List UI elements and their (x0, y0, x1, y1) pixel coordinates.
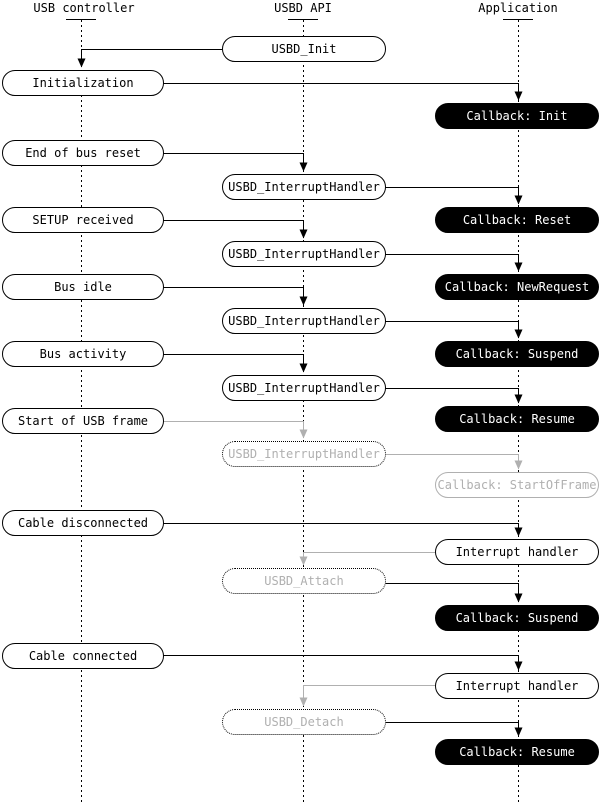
node-cable-disconnected: Cable disconnected (2, 510, 164, 536)
node-interrupt-handler-2: Interrupt handler (435, 673, 599, 699)
column-header-application: Application (478, 1, 558, 15)
connector-interrupthandler-to-callback-resume (385, 388, 523, 404)
node-callback-startofframe-optional: Callback: StartOfFrame (435, 472, 599, 498)
connector-interrupthandler-to-callback-startofframe (385, 454, 523, 470)
node-bus-idle: Bus idle (2, 274, 164, 300)
node-setup-received: SETUP received (2, 207, 164, 233)
node-start-of-usb-frame: Start of USB frame (2, 408, 164, 434)
connector-interrupt-handler-to-usbd-attach (299, 552, 435, 566)
node-usbd-init: USBD_Init (222, 36, 386, 62)
node-callback-reset: Callback: Reset (435, 207, 599, 233)
node-callback-init: Callback: Init (435, 103, 599, 129)
connector-interrupthandler-to-callback-reset (385, 187, 523, 205)
node-initialization: Initialization (2, 70, 164, 96)
node-bus-activity: Bus activity (2, 341, 164, 367)
node-usbd-attach-optional: USBD_Attach (222, 568, 386, 594)
connector-end-of-bus-reset-to-interrupthandler (163, 153, 308, 172)
node-usbd-detach-optional: USBD_Detach (222, 709, 386, 735)
connector-interrupthandler-to-callback-newrequest (385, 254, 523, 272)
connector-cable-connected-to-interrupt-handler (163, 655, 523, 671)
connector-usbd-init-to-initialization (77, 49, 222, 68)
node-usbd-interrupthandler-2: USBD_InterruptHandler (222, 241, 386, 267)
connector-setup-received-to-interrupthandler (163, 220, 308, 239)
node-interrupt-handler-1: Interrupt handler (435, 539, 599, 565)
node-callback-newrequest: Callback: NewRequest (435, 274, 599, 300)
node-cable-connected: Cable connected (2, 643, 164, 669)
connector-bus-idle-to-interrupthandler (163, 287, 308, 306)
column-header-usbd-api: USBD API (274, 1, 332, 15)
node-end-of-bus-reset: End of bus reset (2, 140, 164, 166)
connector-interrupt-handler-to-usbd-detach (299, 685, 435, 707)
node-usbd-interrupthandler-3: USBD_InterruptHandler (222, 308, 386, 334)
connector-usbd-detach-to-callback-resume (385, 722, 523, 737)
node-usbd-interrupthandler-5-optional: USBD_InterruptHandler (222, 441, 386, 467)
connector-bus-activity-to-interrupthandler (163, 354, 308, 373)
node-usbd-interrupthandler-4: USBD_InterruptHandler (222, 375, 386, 401)
connector-usbd-attach-to-callback-suspend (385, 583, 523, 603)
connector-initialization-to-callback-init (163, 83, 523, 101)
node-usbd-interrupthandler-1: USBD_InterruptHandler (222, 174, 386, 200)
node-callback-resume-1: Callback: Resume (435, 406, 599, 432)
connector-cable-disconnected-to-interrupt-handler (163, 523, 523, 537)
connector-interrupthandler-to-callback-suspend (385, 321, 523, 339)
column-header-usb-controller: USB controller (33, 1, 135, 15)
node-callback-suspend-2: Callback: Suspend (435, 605, 599, 631)
node-callback-resume-2: Callback: Resume (435, 739, 599, 765)
node-callback-suspend-1: Callback: Suspend (435, 341, 599, 367)
connector-start-of-usb-frame-to-interrupthandler (163, 421, 308, 439)
